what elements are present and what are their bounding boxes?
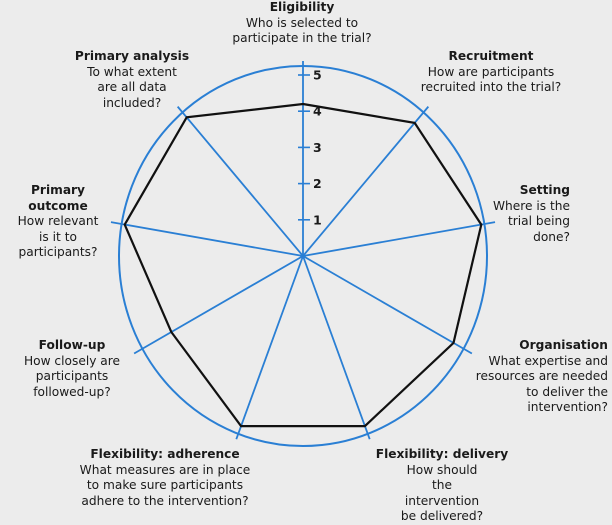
- label-eligibility: Eligibility Who is selected to participa…: [222, 0, 382, 47]
- spoke-3: [302, 255, 473, 355]
- label-follow-up: Follow-up How closely are participants f…: [20, 338, 124, 400]
- spoke-5: [235, 255, 304, 440]
- spokes: [110, 61, 496, 440]
- title-flexibility-delivery: Flexibility: delivery: [375, 447, 509, 461]
- question-eligibility: Who is selected to participate in the tr…: [222, 16, 382, 47]
- question-organisation: What expertise and resources are needed …: [475, 353, 608, 415]
- spoke-4: [302, 255, 371, 440]
- title-organisation: Organisation: [519, 338, 608, 352]
- title-setting: Setting: [519, 183, 570, 197]
- scale-label-4: 4: [313, 104, 322, 119]
- score-polygon: [123, 102, 483, 428]
- question-recruitment: How are participants recruited into the …: [420, 64, 562, 95]
- question-eligibility-text: Who is selected to participate in the tr…: [232, 15, 372, 46]
- scale-label-2: 2: [313, 176, 322, 191]
- spoke-7: [110, 221, 304, 257]
- label-primary-outcome: Primary outcome How relevant is it to pa…: [2, 183, 114, 261]
- question-setting: Where is the trial being done?: [493, 198, 570, 244]
- label-primary-analysis: Primary analysis To what extent are all …: [72, 49, 192, 111]
- label-organisation: Organisation What expertise and resource…: [472, 338, 608, 416]
- question-flexibility-adherence: What measures are in place to make sure …: [79, 462, 251, 508]
- spoke-1: [302, 106, 430, 257]
- question-primary-outcome: How relevant is it to participants?: [17, 214, 99, 259]
- title-primary-outcome: Primary outcome: [28, 183, 88, 213]
- label-flexibility-adherence: Flexibility: adherence What measures are…: [72, 447, 258, 509]
- label-flexibility-delivery: Flexibility: delivery How should the int…: [372, 447, 512, 525]
- title-flexibility-adherence: Flexibility: adherence: [90, 447, 240, 461]
- scale-label-3: 3: [313, 140, 322, 155]
- scale-label-5: 5: [313, 68, 322, 83]
- question-primary-analysis: To what extent are all data included?: [87, 64, 177, 110]
- question-follow-up: How closely are participants followed-up…: [23, 353, 121, 399]
- spoke-2: [302, 221, 496, 257]
- title-eligibility: Eligibility: [269, 0, 335, 14]
- label-recruitment: Recruitment How are participants recruit…: [420, 49, 562, 96]
- scale-label-1: 1: [313, 212, 322, 227]
- scale-axis: 1 2 3 4 5: [298, 68, 322, 227]
- question-flexibility-delivery: How should the intervention be delivered…: [400, 462, 484, 524]
- spoke-6: [133, 255, 304, 355]
- wheel-canvas: 1 2 3 4 5: [110, 61, 496, 447]
- title-recruitment: Recruitment: [448, 49, 534, 63]
- title-primary-analysis: Primary analysis: [74, 49, 190, 63]
- label-setting: Setting Where is the trial being done?: [470, 183, 570, 245]
- spoke-8: [176, 106, 304, 257]
- title-follow-up: Follow-up: [38, 338, 106, 352]
